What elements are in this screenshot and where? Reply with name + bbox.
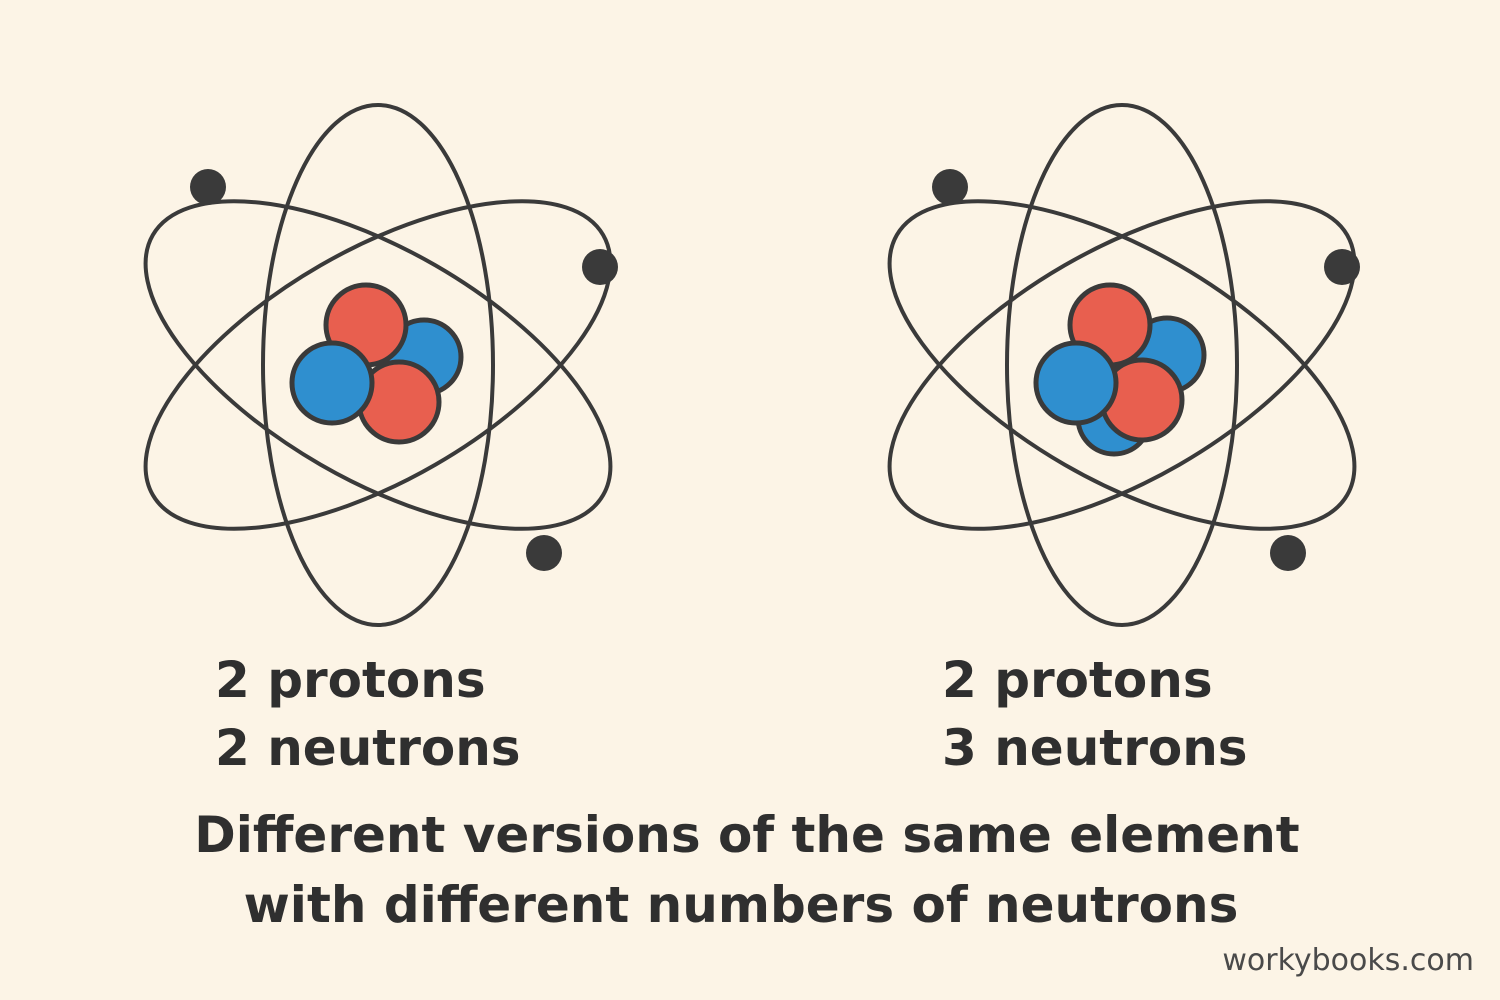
caption-line-1: Different versions of the same element: [194, 806, 1300, 864]
orbit-diagonal-1: [887, 199, 1357, 531]
electron: [582, 249, 618, 285]
atom-right: [872, 100, 1372, 640]
electron: [190, 169, 226, 205]
neutrons-count-label: 2 neutrons: [215, 719, 521, 777]
electron: [1270, 535, 1306, 571]
atom-left: [128, 100, 628, 640]
isotope-definition-caption: Different versions of the same element w…: [0, 800, 1500, 940]
electron: [932, 169, 968, 205]
electron: [1324, 249, 1360, 285]
neutron: [289, 340, 375, 426]
atom-right-diagram: [887, 103, 1360, 627]
orbit-diagonal-1: [143, 199, 613, 531]
atom-left-label: 2 protons 2 neutrons: [215, 646, 521, 782]
protons-count-label: 2 protons: [215, 651, 486, 709]
orbit-diagonal-2: [887, 199, 1357, 531]
orbit-diagonal-2: [143, 199, 613, 531]
neutrons-count-label: 3 neutrons: [942, 719, 1248, 777]
watermark: workybooks.com: [1222, 943, 1474, 978]
protons-count-label: 2 protons: [942, 651, 1213, 709]
electron: [526, 535, 562, 571]
atom-left-diagram: [143, 103, 618, 627]
atom-right-label: 2 protons 3 neutrons: [942, 646, 1248, 782]
orbit-vertical: [1005, 103, 1239, 627]
caption-line-2: with different numbers of neutrons: [243, 876, 1239, 934]
neutron: [1033, 340, 1119, 426]
orbit-vertical: [261, 103, 495, 627]
